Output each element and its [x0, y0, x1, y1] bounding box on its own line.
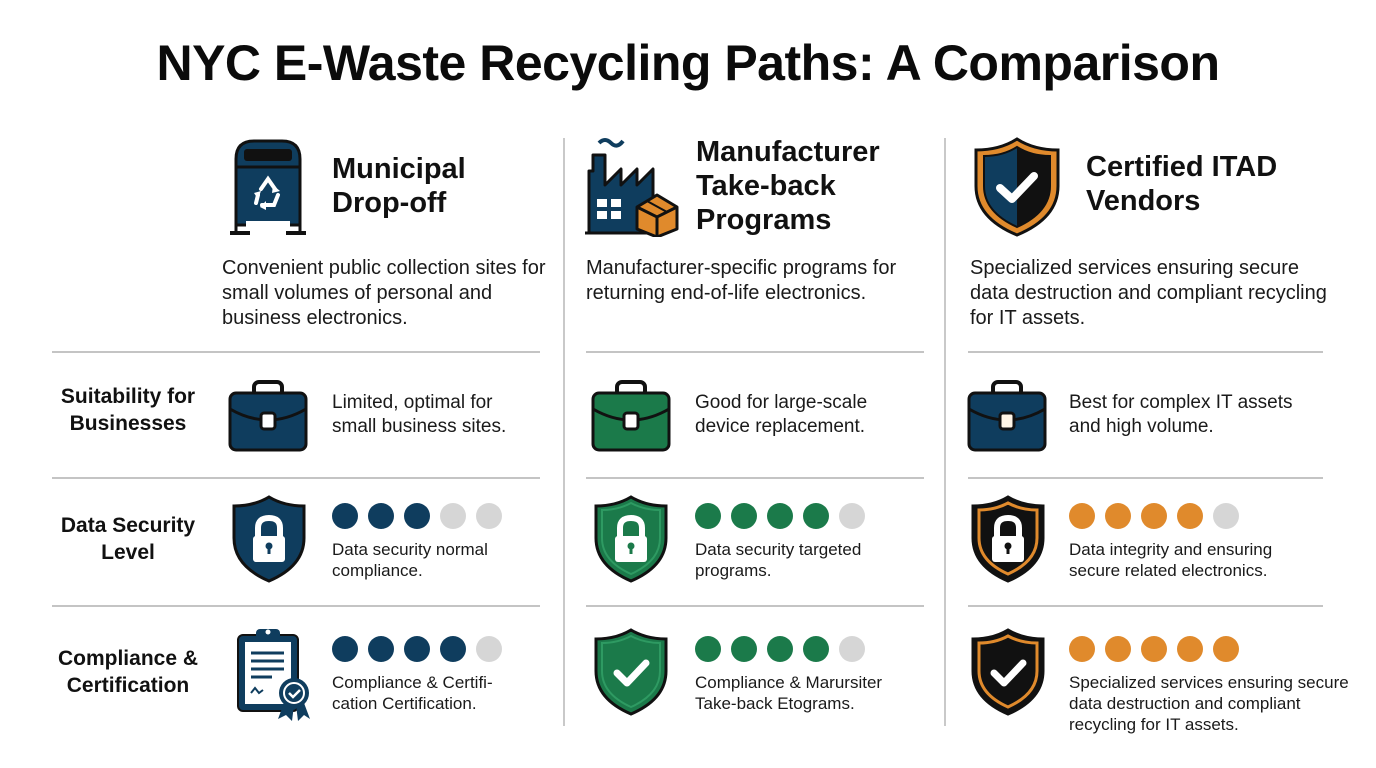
security-text: Data security normal compliance.	[332, 540, 488, 580]
rating-dot-filled	[767, 636, 793, 662]
shield-lock-icon	[971, 495, 1045, 583]
suitability-text: Best for complex IT assets and high volu…	[1069, 392, 1293, 437]
shield-check-icon	[971, 628, 1045, 716]
column-title: Municipal Drop-off	[332, 153, 466, 219]
rating-dot-filled	[1069, 636, 1095, 662]
suitability-text: Limited, optimal for small business site…	[332, 392, 507, 437]
recycling-bin-icon	[230, 139, 306, 235]
row-divider	[586, 477, 924, 479]
column-description: Specialized services ensuring secure dat…	[970, 257, 1327, 329]
compliance-text: Compliance & Certifi-cation Certificatio…	[332, 673, 493, 713]
rating-dot-empty	[1213, 503, 1239, 529]
column-divider	[944, 138, 946, 726]
factory-box-icon	[585, 138, 679, 237]
security-text: Data integrity and ensuring secure relat…	[1069, 540, 1273, 580]
rating-dot-empty	[476, 636, 502, 662]
briefcase-icon	[967, 380, 1047, 452]
rating-dot-filled	[803, 636, 829, 662]
row-label-suitability: Suitability for Businesses	[60, 385, 196, 435]
rating-dot-filled	[695, 503, 721, 529]
rating-dot-filled	[404, 503, 430, 529]
compliance-rating	[332, 636, 502, 662]
row-divider	[52, 605, 540, 607]
briefcase-icon	[228, 380, 308, 452]
shield-lock-icon	[232, 495, 306, 583]
page-title: NYC E-Waste Recycling Paths: A Compariso…	[156, 35, 1220, 91]
shield-check-icon	[594, 628, 668, 716]
clipboard-certificate-icon	[237, 629, 310, 721]
shield-lock-icon	[594, 495, 668, 583]
row-divider	[52, 351, 540, 353]
rating-dot-filled	[1105, 503, 1131, 529]
rating-dot-filled	[1213, 636, 1239, 662]
row-divider	[968, 477, 1323, 479]
column-divider	[563, 138, 565, 726]
rating-dot-filled	[1105, 636, 1131, 662]
rating-dot-filled	[731, 636, 757, 662]
rating-dot-filled	[1141, 636, 1167, 662]
compliance-text: Compliance & Marursiter Take-back Etogra…	[695, 673, 883, 713]
compliance-rating	[695, 636, 865, 662]
rating-dot-filled	[404, 636, 430, 662]
rating-dot-filled	[1069, 503, 1095, 529]
rating-dot-filled	[731, 503, 757, 529]
briefcase-icon	[591, 380, 671, 452]
row-divider	[586, 351, 924, 353]
rating-dot-filled	[368, 636, 394, 662]
row-divider	[52, 477, 540, 479]
security-rating	[332, 503, 502, 529]
row-divider	[586, 605, 924, 607]
column-title: Manufacturer Take-back Programs	[696, 136, 880, 236]
rating-dot-filled	[332, 503, 358, 529]
security-text: Data security targeted programs.	[695, 540, 862, 580]
shield-check-icon	[974, 137, 1060, 237]
rating-dot-filled	[368, 503, 394, 529]
rating-dot-filled	[332, 636, 358, 662]
column-description: Manufacturer-specific programs for retur…	[586, 257, 897, 304]
row-label-compliance: Compliance & Certification	[57, 647, 199, 697]
row-divider	[968, 605, 1323, 607]
security-rating	[1069, 503, 1239, 529]
rating-dot-empty	[440, 503, 466, 529]
column-description: Convenient public collection sites for s…	[222, 257, 546, 329]
rating-dot-empty	[476, 503, 502, 529]
rating-dot-filled	[1141, 503, 1167, 529]
compliance-rating	[1069, 636, 1239, 662]
compliance-text: Specialized services ensuring secure dat…	[1069, 673, 1349, 734]
suitability-text: Good for large-scale device replacement.	[695, 392, 868, 437]
rating-dot-filled	[695, 636, 721, 662]
security-rating	[695, 503, 865, 529]
column-title: Certified ITAD Vendors	[1086, 151, 1278, 217]
row-divider	[968, 351, 1323, 353]
rating-dot-empty	[839, 503, 865, 529]
rating-dot-filled	[767, 503, 793, 529]
rating-dot-filled	[1177, 503, 1203, 529]
row-label-security: Data Security Level	[60, 514, 196, 564]
rating-dot-filled	[1177, 636, 1203, 662]
rating-dot-filled	[440, 636, 466, 662]
rating-dot-empty	[839, 636, 865, 662]
rating-dot-filled	[803, 503, 829, 529]
